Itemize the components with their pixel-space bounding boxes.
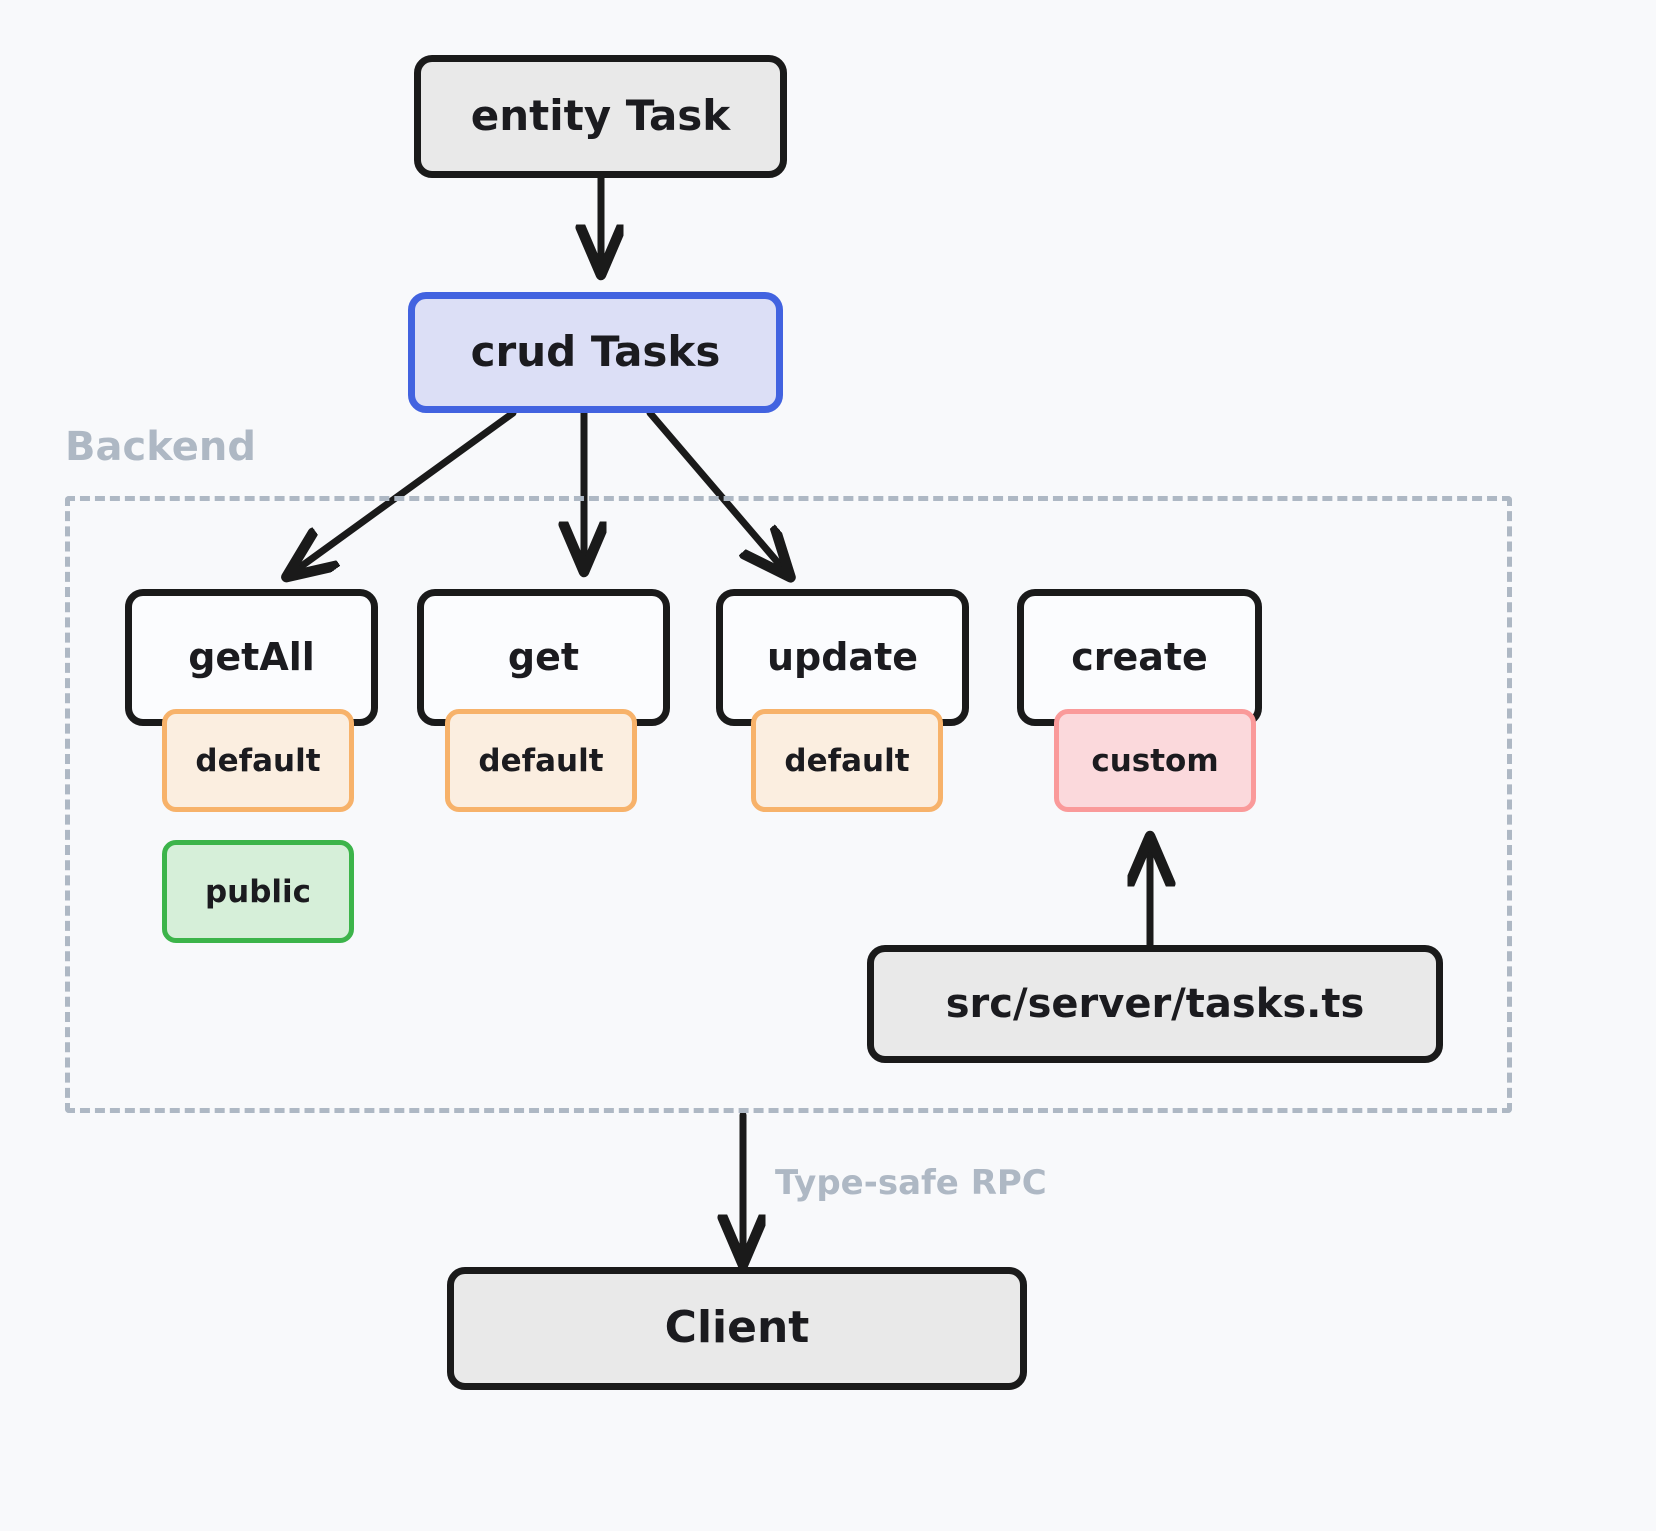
badge-update-default-label: default: [784, 742, 910, 779]
badge-update-default[interactable]: default: [751, 709, 943, 812]
node-method-create-label: create: [1071, 634, 1208, 679]
node-entity-task[interactable]: entity Task: [414, 55, 787, 178]
badge-get-default-label: default: [478, 742, 604, 779]
node-method-get[interactable]: get: [417, 589, 670, 726]
badge-create-custom[interactable]: custom: [1054, 709, 1256, 812]
badge-get-default[interactable]: default: [445, 709, 637, 812]
node-crud-tasks-label: crud Tasks: [470, 327, 721, 377]
node-server-file-label: src/server/tasks.ts: [945, 981, 1365, 1027]
node-method-getall-label: getAll: [188, 634, 315, 679]
node-crud-tasks[interactable]: crud Tasks: [408, 292, 783, 413]
node-entity-task-label: entity Task: [470, 91, 731, 141]
node-method-update[interactable]: update: [716, 589, 969, 726]
badge-create-custom-label: custom: [1091, 742, 1219, 779]
node-server-file[interactable]: src/server/tasks.ts: [867, 945, 1443, 1063]
badge-getall-default-label: default: [195, 742, 321, 779]
badge-getall-default[interactable]: default: [162, 709, 354, 812]
node-method-get-label: get: [507, 634, 580, 679]
badge-getall-public-label: public: [204, 873, 312, 910]
group-label-backend: Backend: [65, 424, 256, 470]
backend-group-box: [65, 496, 1512, 1113]
node-method-create[interactable]: create: [1017, 589, 1262, 726]
node-client-label: Client: [664, 1302, 810, 1354]
node-method-update-label: update: [766, 634, 919, 679]
node-client[interactable]: Client: [447, 1267, 1027, 1390]
node-method-getall[interactable]: getAll: [125, 589, 378, 726]
badge-getall-public[interactable]: public: [162, 840, 354, 943]
edge-label-type-safe-rpc: Type-safe RPC: [775, 1163, 1047, 1203]
